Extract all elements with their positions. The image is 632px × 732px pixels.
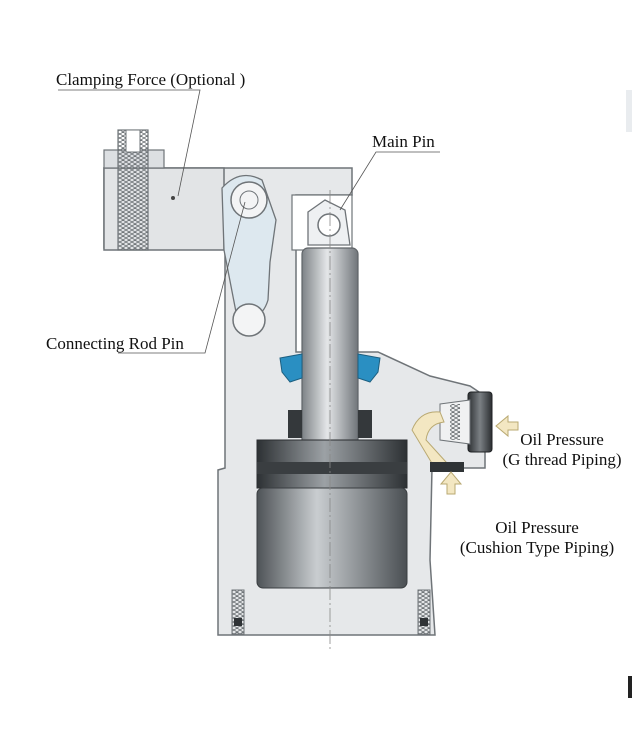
label-connecting-rod-pin: Connecting Rod Pin [46, 334, 184, 353]
label-oil-pressure-g-line2: (G thread Piping) [502, 450, 622, 469]
connecting-rod-pin [232, 303, 266, 337]
leader-main-pin [339, 151, 440, 211]
piston-body [256, 487, 408, 589]
label-clamping-force: Clamping Force (Optional ) [56, 70, 246, 89]
oil-arrow-cushion [439, 471, 463, 495]
bottom-cap-thread-right [417, 589, 431, 635]
bottom-cap-thread-left [231, 589, 245, 635]
rod-seal-right [357, 353, 381, 383]
rod-ring-right [358, 410, 372, 438]
label-oil-pressure-cushion: Oil Pressure (Cushion Type Piping) [446, 518, 628, 558]
edge-mark-top [626, 90, 632, 132]
edge-mark-bottom [628, 676, 632, 698]
label-oil-pressure-cushion-line1: Oil Pressure [495, 518, 579, 537]
oil-passage [411, 411, 447, 471]
rod-seal-left [279, 353, 303, 383]
port-g-thread-fitting [467, 391, 493, 453]
label-oil-pressure-g-line1: Oil Pressure [520, 430, 604, 449]
label-main-pin: Main Pin [372, 132, 435, 151]
oil-arrow-g-thread [495, 414, 519, 438]
cushion-port-block [430, 462, 464, 472]
arm-hole [171, 196, 175, 200]
label-oil-pressure-g-thread: Oil Pressure (G thread Piping) [494, 430, 630, 470]
rod-ring-left [288, 410, 302, 438]
main-pin [317, 213, 341, 237]
link-upper-pin [230, 181, 268, 219]
leader-connecting-rod-pin [118, 201, 246, 354]
label-oil-pressure-cushion-line2: (Cushion Type Piping) [459, 538, 615, 557]
leader-clamping-force [58, 89, 201, 197]
